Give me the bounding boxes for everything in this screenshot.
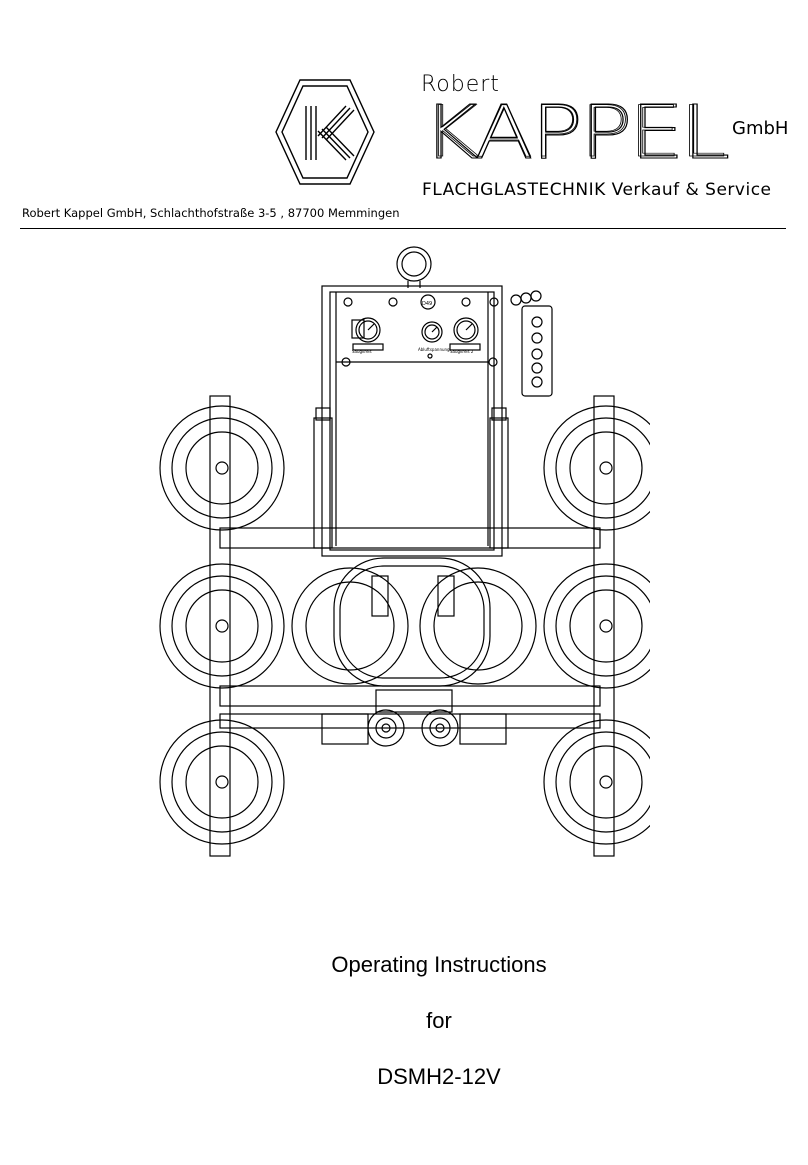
brand-name-text: KAPPEL: [422, 96, 728, 168]
brand-name-echo: KAPPEL: [424, 96, 724, 168]
brand-wordmark: KAPPEL KAPPEL: [421, 96, 730, 168]
gauge-label-3: Saugkreis 2: [450, 349, 474, 354]
gauge-label-2: Abluftspannung: [418, 347, 450, 352]
company-logo-icon: [275, 79, 375, 185]
company-address: Robert Kappel GmbH, Schlachthofstraße 3-…: [22, 206, 400, 220]
brand-first-name: Robert: [421, 72, 500, 97]
gauge-label-1: Saugkreis: [352, 349, 372, 354]
device-drawing: Saugkreis Abluftspannung Saugkreis 2 D49: [159, 246, 650, 857]
document-title-for: for: [426, 1008, 452, 1033]
badge-label: D49: [422, 301, 432, 307]
brand-suffix: GmbH: [732, 118, 789, 139]
document-title: Operating Instructions: [331, 952, 547, 977]
document-model: DSMH2-12V: [377, 1064, 501, 1089]
header-divider: [20, 228, 786, 229]
brand-tagline: FLACHGLASTECHNIK Verkauf & Service: [422, 180, 772, 200]
